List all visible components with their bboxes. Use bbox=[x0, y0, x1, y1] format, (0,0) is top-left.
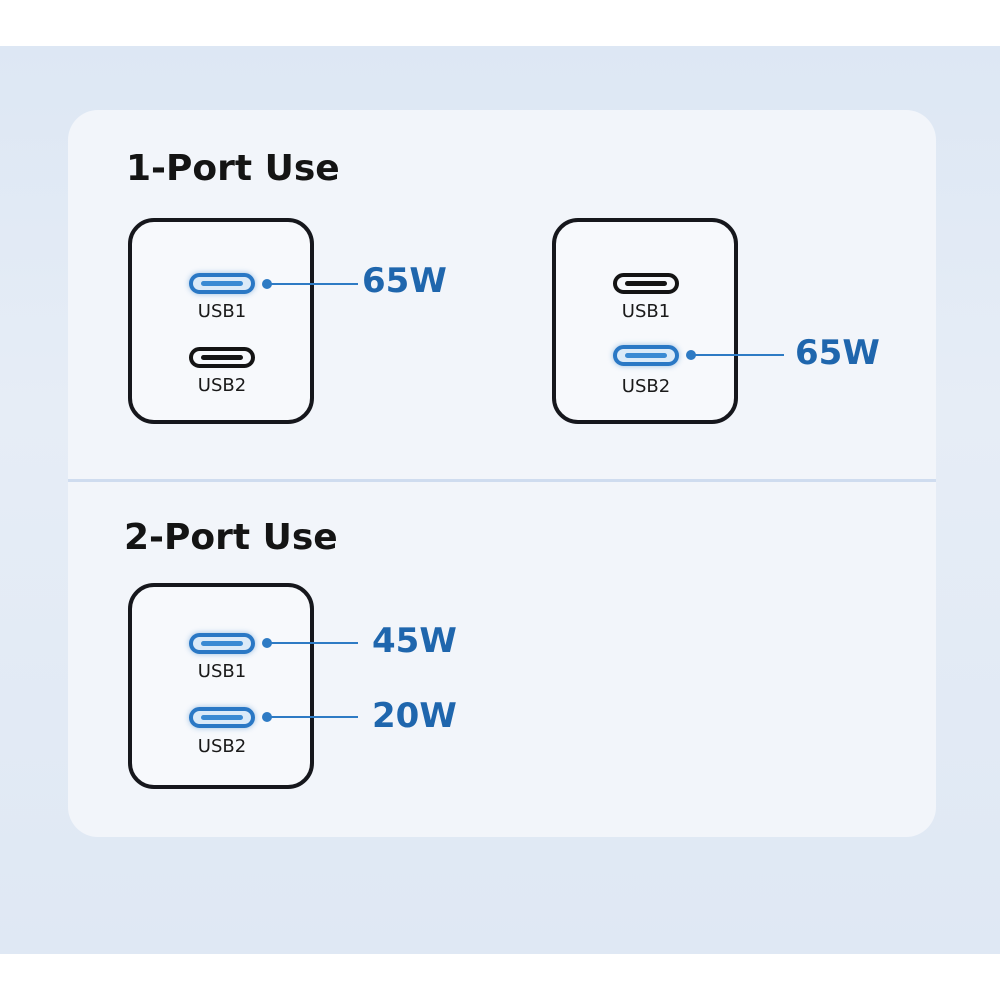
section-title-1-port: 1-Port Use bbox=[126, 148, 340, 189]
wattage-label: 65W bbox=[362, 261, 447, 301]
charger-2-port bbox=[128, 583, 314, 789]
usb-c-port-icon bbox=[189, 707, 255, 728]
section-divider bbox=[68, 479, 936, 482]
charger-1-port-usb1 bbox=[128, 218, 314, 424]
connector-dot bbox=[262, 638, 272, 648]
section-title-2-port: 2-Port Use bbox=[124, 517, 338, 558]
connector-line bbox=[270, 642, 358, 644]
connector-line bbox=[270, 283, 358, 285]
connector-dot bbox=[686, 350, 696, 360]
charger-1-port-usb2 bbox=[552, 218, 738, 424]
port-label-usb2: USB2 bbox=[621, 376, 671, 397]
port-label-usb1: USB1 bbox=[197, 661, 247, 682]
wattage-label: 65W bbox=[795, 333, 880, 373]
connector-line bbox=[270, 716, 358, 718]
connector-line bbox=[694, 354, 784, 356]
port-label-usb2: USB2 bbox=[197, 736, 247, 757]
usb-c-port-icon bbox=[189, 633, 255, 654]
wattage-label: 20W bbox=[372, 696, 457, 736]
wattage-label: 45W bbox=[372, 621, 457, 661]
usb-c-port-icon bbox=[613, 345, 679, 366]
port-label-usb1: USB1 bbox=[621, 301, 671, 322]
connector-dot bbox=[262, 279, 272, 289]
port-label-usb1: USB1 bbox=[197, 301, 247, 322]
port-label-usb2: USB2 bbox=[197, 375, 247, 396]
usb-c-port-icon bbox=[613, 273, 679, 294]
usb-c-port-icon bbox=[189, 347, 255, 368]
usb-c-port-icon bbox=[189, 273, 255, 294]
connector-dot bbox=[262, 712, 272, 722]
